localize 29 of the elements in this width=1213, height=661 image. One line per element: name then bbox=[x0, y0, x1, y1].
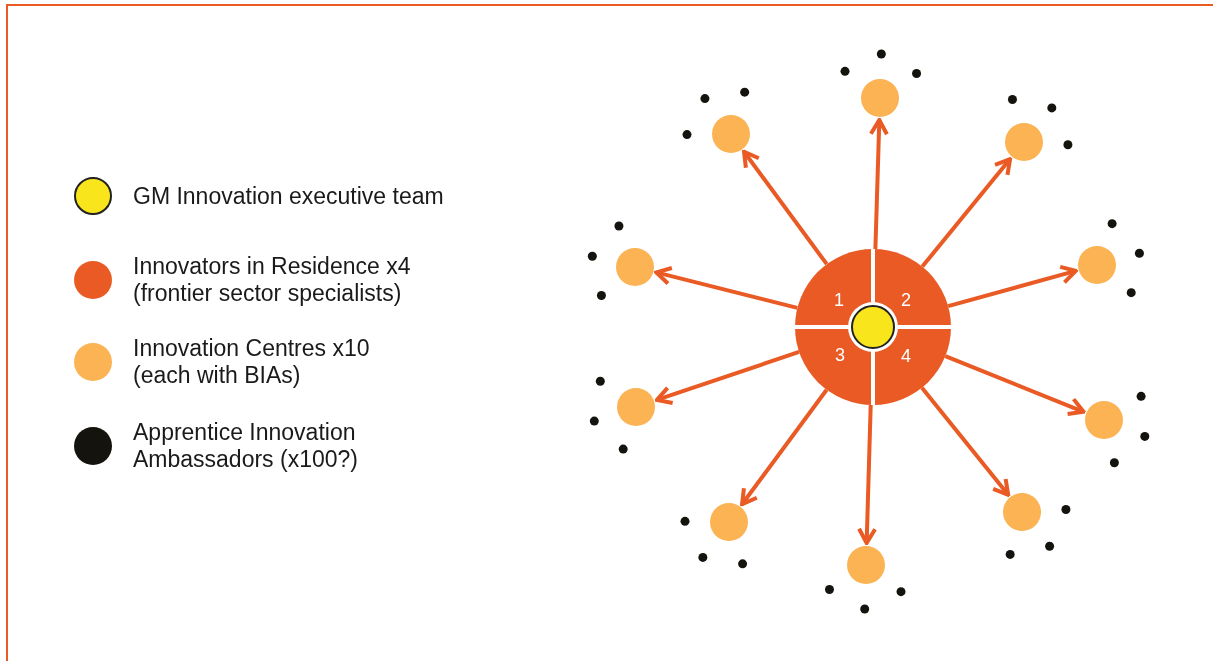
core-circle bbox=[851, 305, 895, 349]
centre-circle bbox=[1085, 401, 1123, 439]
centre-circle bbox=[710, 503, 748, 541]
arrow bbox=[868, 118, 889, 250]
legend-text: Innovators in Residence x4 (frontier sector specialists) bbox=[133, 253, 412, 307]
quadrant-number: 1 bbox=[834, 290, 844, 310]
arrow bbox=[947, 264, 1078, 309]
arrow bbox=[857, 404, 878, 545]
quadrant-number: 3 bbox=[835, 345, 845, 365]
arrow bbox=[920, 386, 1011, 497]
centre-circle bbox=[616, 248, 654, 286]
arrow bbox=[944, 354, 1086, 416]
arrow bbox=[920, 157, 1013, 268]
legend-text: Apprentice Innovation Ambassadors (x100?) bbox=[133, 419, 359, 473]
centre-circle bbox=[847, 546, 885, 584]
quadrant-number: 2 bbox=[901, 290, 911, 310]
centre-circle bbox=[1005, 123, 1043, 161]
arrow bbox=[654, 266, 798, 310]
centre-circle bbox=[617, 388, 655, 426]
arrow bbox=[742, 149, 829, 266]
arrow bbox=[654, 350, 800, 406]
centre-circle bbox=[1078, 246, 1116, 284]
centre-circle bbox=[1003, 493, 1041, 531]
quadrant-number: 4 bbox=[901, 346, 911, 366]
centre-circle bbox=[861, 79, 899, 117]
legend-text: Innovation Centres x10 (each with BIAs) bbox=[133, 335, 371, 389]
arrow bbox=[740, 388, 829, 507]
centre-circle bbox=[712, 115, 750, 153]
legend-text: GM Innovation executive team bbox=[133, 182, 445, 210]
